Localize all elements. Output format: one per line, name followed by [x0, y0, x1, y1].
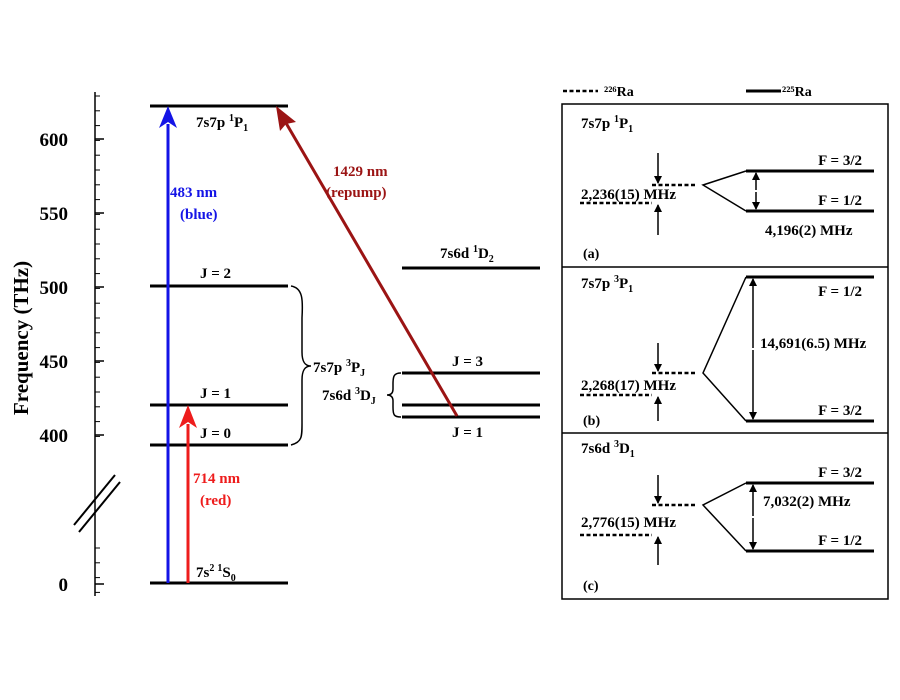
axis-break-2: [78, 481, 121, 533]
label-blue-name: (blue): [180, 207, 218, 223]
panel-b-hyperfine: 14,691(6.5) MHz: [760, 336, 867, 352]
tick-label-400: 400: [40, 426, 69, 447]
panel-b-tag: (b): [583, 414, 600, 429]
panel-a-hyperfine: 4,196(2) MHz: [765, 223, 853, 239]
label-blue-wavelength: 483 nm: [170, 185, 218, 201]
minor-ticks: [95, 95, 100, 593]
legend: ²²⁶Ra ²²⁵Ra: [563, 85, 812, 100]
panel-b-splitting-lines: [702, 276, 747, 422]
panel-b-lower-f: F = 3/2: [818, 403, 862, 419]
label-red-name: (red): [200, 493, 231, 509]
tick-label-500: 500: [40, 278, 69, 299]
panel-a-lower-f: F = 1/2: [818, 193, 862, 209]
panel-a: 7s7p 1P1 2,236(15) MHz F = 3/2 F = 1/2 4…: [580, 114, 874, 262]
label-7s7p-1p1: 7s7p 1P1: [196, 113, 248, 134]
panel-c: 7s6d 3D1 2,776(15) MHz F = 3/2 F = 1/2 7…: [580, 439, 874, 594]
label-d-j3: J = 3: [452, 354, 483, 370]
panel-c-title: 7s6d 3D1: [581, 439, 635, 460]
tick-label-450: 450: [40, 352, 69, 373]
transition-repump: 1429 nm (repump): [276, 106, 459, 417]
arrow-repump-shaft: [284, 122, 459, 417]
brace-3pj: [290, 285, 312, 446]
ra-levels-7s6d: 7s6d 1D2 J = 3 J = 1 7s6d 3DJ: [322, 244, 540, 441]
label-j1: J = 1: [200, 386, 231, 402]
label-d-j1: J = 1: [452, 425, 483, 441]
panel-c-isotope-shift: 2,776(15) MHz: [581, 515, 676, 531]
legend-ra225: ²²⁵Ra: [782, 85, 812, 100]
label-7s6d-1d2: 7s6d 1D2: [440, 244, 494, 265]
tick-label-600: 600: [40, 130, 69, 151]
panel-a-splitting-lines: [701, 170, 747, 212]
arrow-repump-head: [276, 106, 296, 131]
label-repump-name: (repump): [326, 185, 387, 201]
hyperfine-panels: 7s7p 1P1 2,236(15) MHz F = 3/2 F = 1/2 4…: [561, 103, 889, 600]
panel-c-splitting-lines: [701, 482, 747, 552]
transition-blue: 483 nm (blue): [159, 106, 218, 583]
arrow-red-head: [179, 405, 197, 428]
label-j0: J = 0: [200, 426, 231, 442]
transition-red: 714 nm (red): [179, 405, 241, 583]
label-7s7p-3pj: 7s7p 3PJ: [313, 358, 365, 379]
tick-label-550: 550: [40, 204, 69, 225]
panel-b-upper-f: F = 1/2: [818, 284, 862, 300]
brace-3dj: [386, 372, 402, 418]
frequency-axis: 0 400 450 500 550 600 Frequency (THz): [9, 92, 121, 596]
legend-ra226: ²²⁶Ra: [604, 85, 634, 100]
label-j2: J = 2: [200, 266, 231, 282]
panel-c-hyperfine: 7,032(2) MHz: [763, 494, 851, 510]
panel-b: 7s7p 3P1 2,268(17) MHz F = 1/2 F = 3/2 1…: [580, 274, 874, 429]
label-red-wavelength: 714 nm: [193, 471, 241, 487]
label-repump-wavelength: 1429 nm: [333, 164, 388, 180]
panel-b-isotope-shift: 2,268(17) MHz: [581, 378, 676, 394]
panel-b-title: 7s7p 3P1: [581, 274, 633, 295]
axis-break-1: [73, 474, 116, 526]
tick-label-0: 0: [59, 575, 69, 596]
panel-a-upper-f: F = 3/2: [818, 153, 862, 169]
panel-a-title: 7s7p 1P1: [581, 114, 633, 135]
label-7s6d-3dj: 7s6d 3DJ: [322, 386, 376, 407]
arrow-blue-head: [159, 106, 177, 128]
panel-c-tag: (c): [583, 579, 599, 594]
panel-c-lower-f: F = 1/2: [818, 533, 862, 549]
panel-a-isotope-shift: 2,236(15) MHz: [581, 187, 676, 203]
axis-title: Frequency (THz): [9, 261, 33, 415]
panel-c-upper-f: F = 3/2: [818, 465, 862, 481]
panel-a-tag: (a): [583, 247, 600, 262]
panel-frame: [561, 103, 889, 600]
